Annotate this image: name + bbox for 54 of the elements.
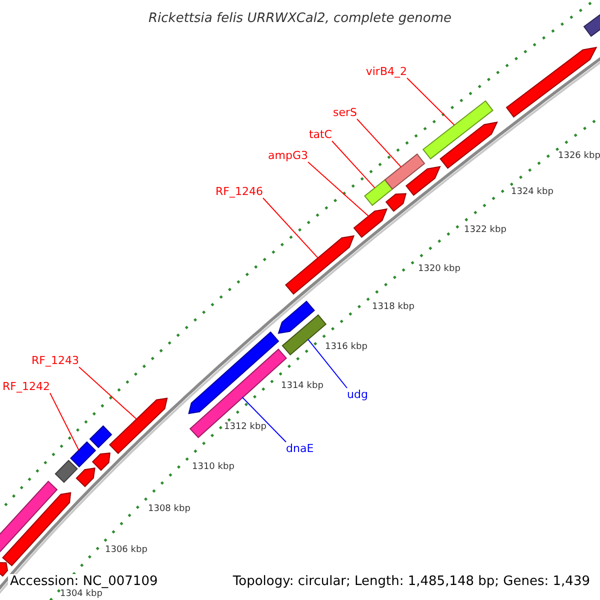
scale-label: 1306 kbp [105,545,148,556]
gene-block [282,314,327,356]
gene-label: dnaE [286,442,314,455]
gene-label: udg [347,388,368,401]
diagram-title: Rickettsia felis URRWXCal2, complete genome [148,10,452,28]
gene-label: serS [332,106,357,119]
leader-line [78,366,137,420]
leader-line [308,162,370,217]
gene-block [385,193,407,212]
gene-block [2,492,72,566]
scale-label: 1312 kbp [224,422,266,433]
gene-block [278,300,315,334]
scale-label: 1318 kbp [372,302,414,313]
leader-line [406,78,455,126]
scale-label: 1316 kbp [325,342,368,353]
gene-block [70,441,96,468]
leader-line [242,396,286,442]
leader-line [50,392,80,451]
leader-line [356,118,402,168]
gene-block [422,100,494,160]
scale-label: 1304 kbp [60,589,102,600]
gene-block [440,122,498,169]
gene-block [92,452,110,471]
gene-block [108,398,168,454]
gene-block [285,235,355,295]
accession-text: Accession: NC_007109 [8,574,160,589]
scale-label: 1324 kbp [511,187,554,198]
gene-block [54,460,78,483]
gene-label: RF_1242 [2,380,50,393]
leader-line [262,198,318,258]
scale-label: 1314 kbp [281,381,324,392]
gene-block [406,166,441,196]
gene-label: RF_1243 [32,354,79,367]
gene-block [506,46,598,118]
genome-info-text: Topology: circular; Length: 1,485,148 bp; Genes: 1,439 [230,574,592,589]
gene-label: ampG3 [268,149,308,162]
gene-block [364,179,394,206]
gene-block [76,468,96,488]
gene-label: virB4_2 [366,65,407,78]
scale-label: 1308 kbp [148,504,190,515]
scale-label: 1326 kbp [558,151,600,162]
gene-block [384,153,426,190]
scale-label: 1322 kbp [464,225,506,236]
scale-label: 1320 kbp [418,264,460,275]
gene-block [188,331,280,414]
gene-label: tatC [308,128,332,141]
gene-block [0,480,58,554]
gene-block [89,425,112,448]
leader-line [332,140,376,188]
scale-label: 1310 kbp [192,462,234,473]
gene-block [353,208,388,238]
gene-block [0,562,8,577]
leader-line [308,338,348,388]
gene-label: RF_1246 [216,185,263,198]
